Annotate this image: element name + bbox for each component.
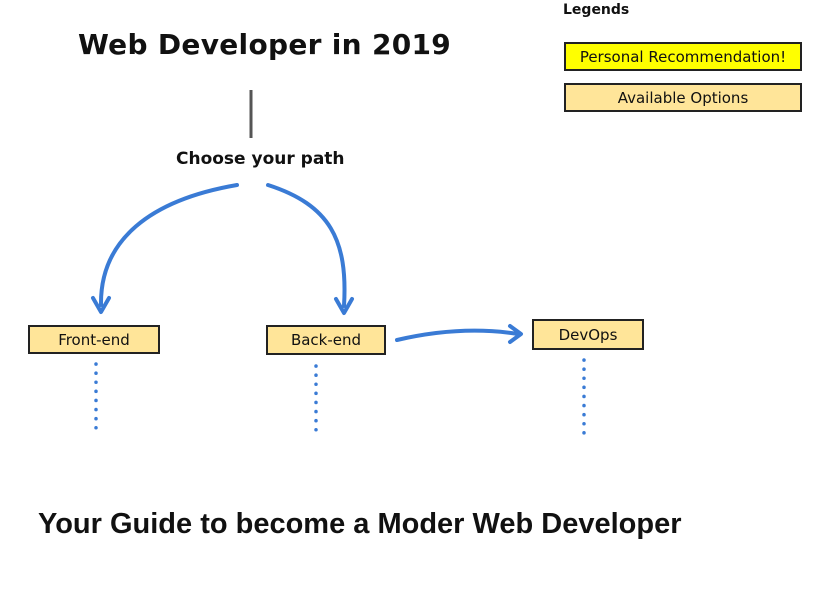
path-node-devops: DevOps <box>532 319 644 350</box>
choose-path-label: Choose your path <box>176 149 345 169</box>
path-node-backend: Back-end <box>266 325 386 355</box>
path-node-frontend: Front-end <box>28 325 160 354</box>
path-node-label: Back-end <box>290 331 362 349</box>
legend-available-options: Available Options <box>564 83 802 112</box>
arrow-to-backend <box>266 183 347 308</box>
page-title: Web Developer in 2019 <box>78 28 452 61</box>
arrow-to-devops <box>395 328 520 342</box>
legend-item-label: Available Options <box>617 88 749 107</box>
arrow-to-frontend <box>98 183 239 307</box>
arrowhead-frontend <box>91 296 111 314</box>
legend-heading: Legends <box>563 2 630 18</box>
legend-item-label: Personal Recommendation! <box>579 47 787 66</box>
arrowhead-devops <box>508 324 523 344</box>
legend-personal-recommendation: Personal Recommendation! <box>564 42 802 71</box>
guide-heading: Your Guide to become a Moder Web Develop… <box>38 508 682 540</box>
path-node-label: Front-end <box>58 330 130 349</box>
path-node-label: DevOps <box>558 325 618 344</box>
arrowhead-backend <box>334 297 354 315</box>
